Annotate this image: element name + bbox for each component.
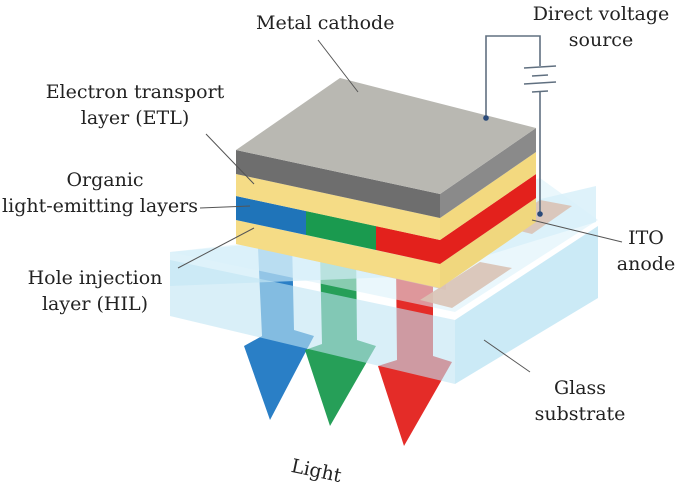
label-ito-line2: anode xyxy=(616,253,676,275)
label-etl-line2: layer (ETL) xyxy=(80,107,190,129)
cathode-side xyxy=(440,128,536,218)
voltage-source-circuit xyxy=(483,35,557,217)
cathode-contact xyxy=(483,115,489,121)
red-emitter-side xyxy=(440,174,536,264)
wire-to-cathode xyxy=(485,35,541,118)
label-etl-line1: Electron transport xyxy=(45,81,225,103)
label-voltage-source-line1: Direct voltage xyxy=(532,3,670,25)
battery-plate-long-1 xyxy=(523,65,557,69)
label-metal-cathode: Metal cathode xyxy=(256,12,395,34)
battery-plate-short-1 xyxy=(531,74,549,77)
leader-lines xyxy=(177,39,623,373)
leader-organic xyxy=(199,205,251,209)
leader-etl xyxy=(205,133,255,185)
label-organic-line2: light-emitting layers xyxy=(2,195,198,217)
leader-cathode xyxy=(317,39,359,93)
glass-front-face xyxy=(170,260,455,384)
battery-plate-long-2 xyxy=(523,81,557,85)
hil-front xyxy=(236,220,440,288)
label-hil-line2: layer (HIL) xyxy=(41,293,149,315)
blue-emitter-front xyxy=(236,196,306,235)
cathode-top xyxy=(236,78,536,194)
cathode-front xyxy=(236,150,440,218)
battery-plate-short-2 xyxy=(531,90,549,93)
green-emitter-front xyxy=(306,211,376,250)
layer-stack xyxy=(236,78,536,288)
leader-glass xyxy=(483,339,531,373)
etl-side xyxy=(440,152,536,240)
leader-hil xyxy=(177,227,255,269)
label-hil-line1: Hole injection xyxy=(27,267,163,289)
label-organic-line1: Organic xyxy=(66,169,144,191)
leader-ito xyxy=(531,219,623,243)
ito-strip-lower xyxy=(420,262,512,308)
etl-front xyxy=(236,174,440,240)
label-glass-line1: Glass xyxy=(553,377,607,399)
anode-contact xyxy=(537,211,543,217)
red-emitter-front xyxy=(376,226,440,264)
label-voltage-source-line2: source xyxy=(568,29,634,51)
hil-side xyxy=(440,198,536,288)
label-ito-line1: ITO xyxy=(628,227,664,249)
label-glass-line2: substrate xyxy=(534,403,626,425)
